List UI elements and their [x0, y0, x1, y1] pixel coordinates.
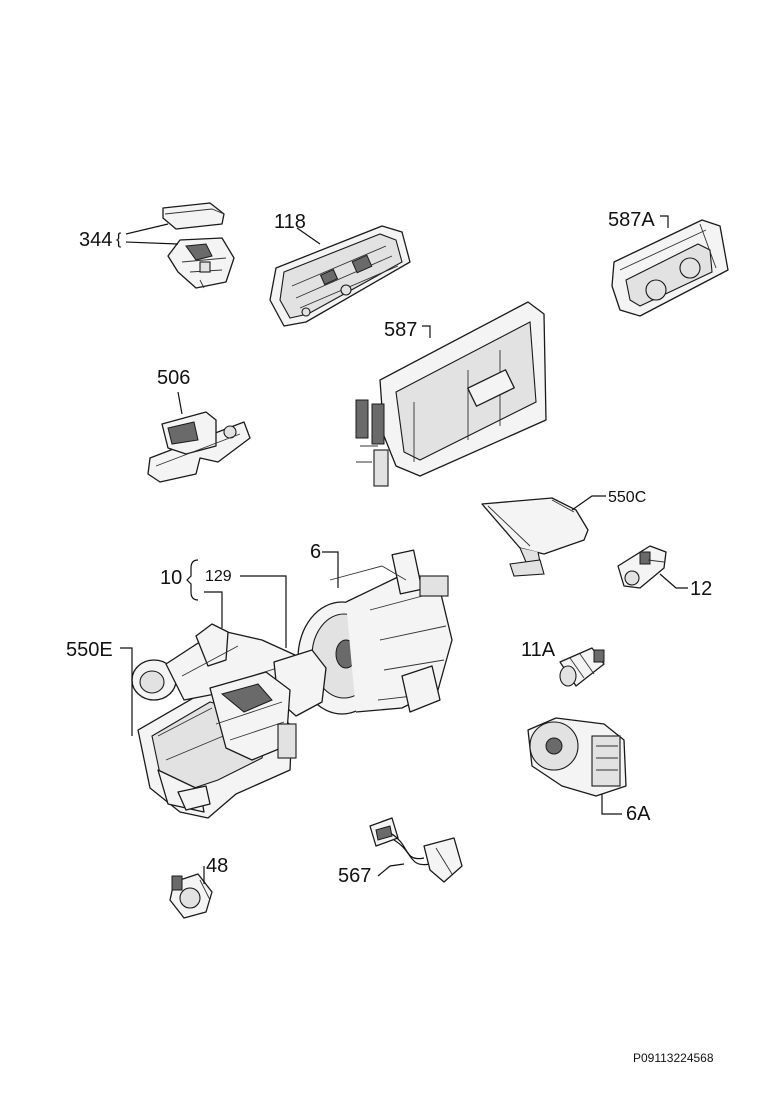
part-118: [269, 225, 411, 327]
label-567: 567: [338, 865, 371, 887]
leader-587a: [660, 215, 669, 228]
part-506: [147, 411, 251, 483]
label-48: 48: [206, 855, 228, 877]
label-129: 129: [205, 568, 232, 585]
leader-506: [177, 391, 183, 415]
part-550c: [481, 497, 589, 577]
leader-10: [204, 591, 223, 628]
label-587: 587: [384, 319, 417, 341]
label-344: 344: [79, 229, 112, 251]
reference-number: P09113224568: [633, 1051, 714, 1065]
part-587: [355, 301, 547, 487]
part-6a: [527, 717, 627, 797]
part-344: [162, 202, 235, 289]
leader-12: [659, 573, 688, 589]
leader-587: [422, 325, 431, 338]
part-11a: [559, 647, 605, 687]
leader-6a: [601, 794, 622, 815]
label-11a: 11A: [521, 639, 556, 661]
label-10: 10: [160, 567, 182, 589]
part-129: [209, 649, 327, 761]
leader-129: [240, 575, 287, 648]
leader-344-top: [125, 223, 169, 235]
brace-10: [186, 559, 199, 601]
part-12: [617, 545, 667, 589]
leader-344-bottom: [125, 241, 179, 245]
label-550c: 550C: [608, 489, 646, 506]
label-12: 12: [690, 578, 712, 600]
label-587a: 587A: [608, 209, 655, 231]
part-587a: [611, 219, 729, 317]
label-550e: 550E: [66, 639, 113, 661]
label-6: 6: [310, 541, 321, 563]
label-6a: 6A: [626, 803, 651, 825]
leader-550c: [571, 495, 606, 511]
leader-118: [296, 227, 321, 245]
leader-6: [322, 551, 339, 588]
leader-550e: [120, 647, 133, 736]
label-118: 118: [274, 211, 306, 233]
leader-567: [377, 863, 405, 877]
part-567: [369, 817, 463, 883]
label-506: 506: [157, 367, 190, 389]
part-48: [169, 873, 213, 919]
brace-344: {: [116, 231, 122, 248]
